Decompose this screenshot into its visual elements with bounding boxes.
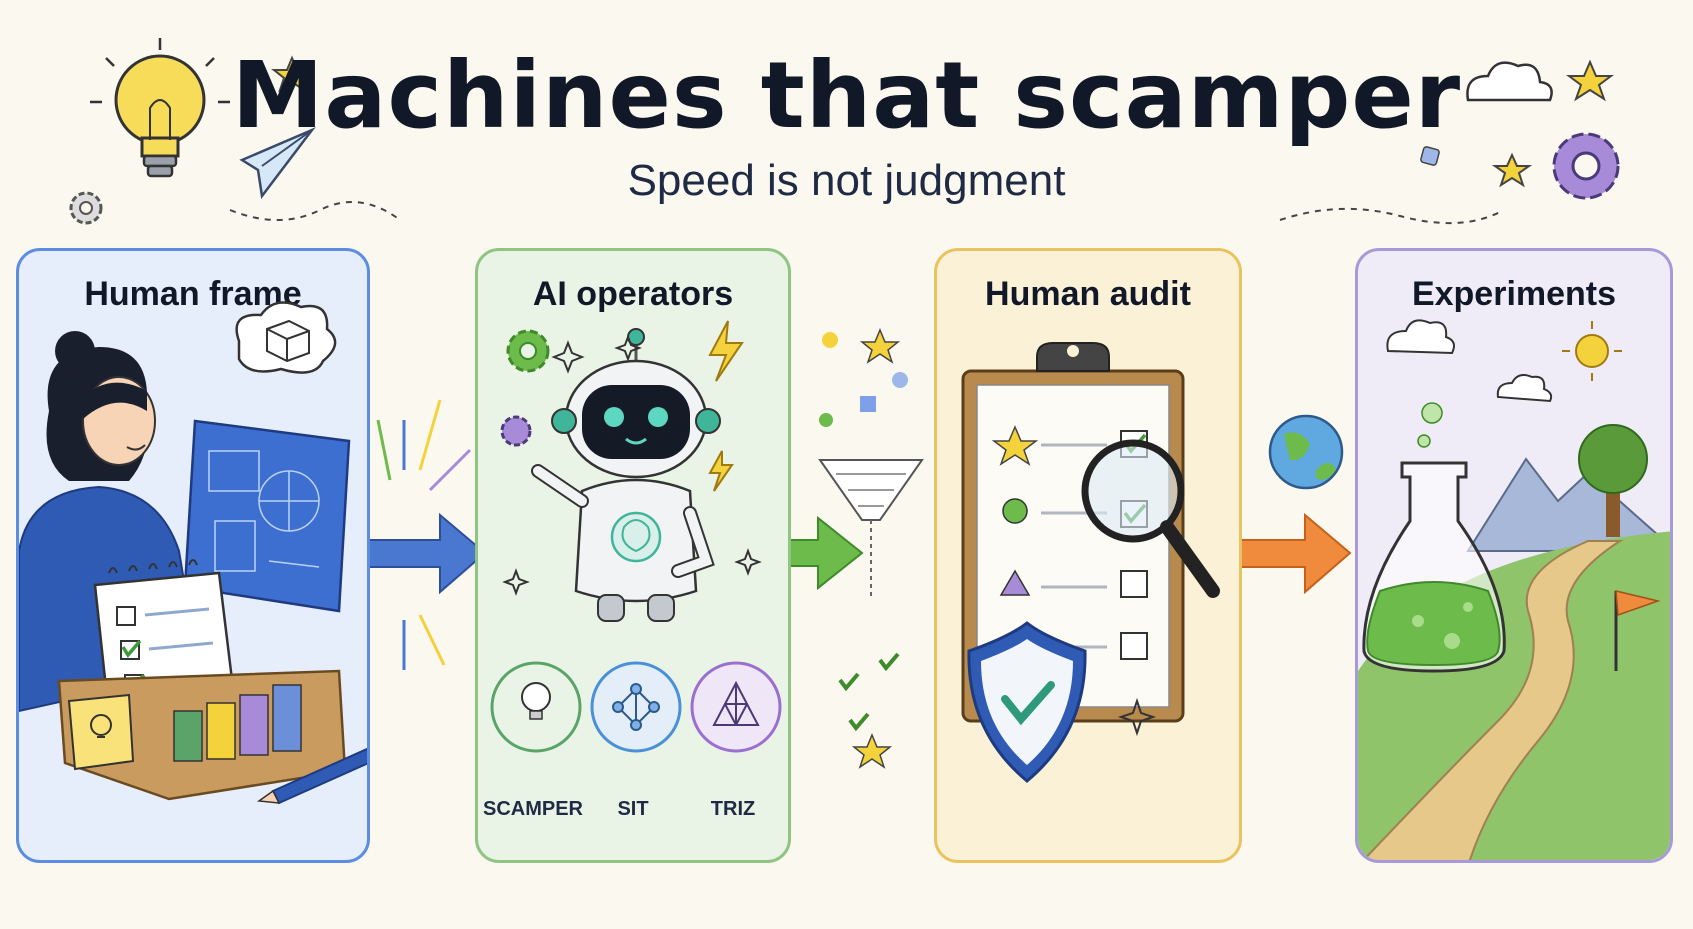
tree-icon: [1578, 424, 1648, 537]
path-icon: [1362, 540, 1624, 860]
stage-title: Human frame: [84, 275, 302, 313]
experiments-illustration: [1358, 319, 1670, 860]
triangle-net-icon: [712, 680, 760, 726]
sparkle-icon: [1117, 697, 1157, 737]
purple-gear-icon: [1552, 132, 1620, 200]
operator-sit: [590, 661, 682, 753]
operator-label-sit: SIT: [617, 798, 649, 820]
stage-title: Human audit: [985, 275, 1191, 313]
operator-triz: [690, 661, 782, 753]
lightbulb-icon: [521, 682, 551, 720]
robot-icon: [531, 328, 721, 622]
funnel-icon: [818, 328, 924, 769]
globe-icon: [1268, 414, 1344, 490]
network-icon: [612, 683, 660, 731]
sun-icon: [1562, 321, 1622, 381]
toolbox-icon: [57, 669, 347, 801]
sparkle-burst: [376, 399, 472, 670]
pencil-icon: [256, 747, 367, 805]
flow-arrow-3: [1237, 512, 1352, 595]
lightning-icon: [708, 320, 744, 492]
operator-label-triz: TRIZ: [710, 798, 756, 820]
lightbulb-icon: [90, 38, 230, 178]
gear-icon: [69, 191, 103, 225]
flow-arrow-1: [367, 512, 487, 595]
operator-scamper: [490, 661, 582, 753]
gear-icon: [500, 329, 550, 447]
human-audit-illustration: [961, 342, 1220, 783]
stage-title: Experiments: [1411, 275, 1617, 313]
star-icon: [271, 55, 1614, 188]
lightbulb-note-icon: [67, 693, 135, 771]
thought-cube-icon: [235, 301, 337, 374]
page-title: Machines that scamper: [231, 42, 1462, 149]
stage-title: AI operators: [532, 275, 734, 313]
operator-label-scamper: SCAMPER: [482, 798, 583, 820]
page-subtitle: Speed is not judgment: [627, 156, 1066, 205]
cloud-icon: [1466, 61, 1553, 102]
sparkle-icon: [502, 334, 762, 596]
stage-human-frame: Human frame: [16, 248, 370, 863]
cloud-icon: [1386, 319, 1553, 403]
paper-plane-icon: [229, 126, 401, 221]
flask-icon: [1362, 402, 1506, 673]
stage-experiments: Experiments: [1355, 248, 1673, 863]
ai-operators-illustration: [490, 320, 782, 753]
human-frame-illustration: [19, 301, 367, 805]
flag-icon: [1614, 590, 1661, 671]
stage-ai-operators: AI operators: [475, 248, 791, 863]
magnifier-icon: [1081, 439, 1220, 598]
stage-human-audit: Human audit: [934, 248, 1242, 863]
shield-check-icon: [967, 621, 1087, 783]
blueprint-icon: [183, 419, 351, 613]
